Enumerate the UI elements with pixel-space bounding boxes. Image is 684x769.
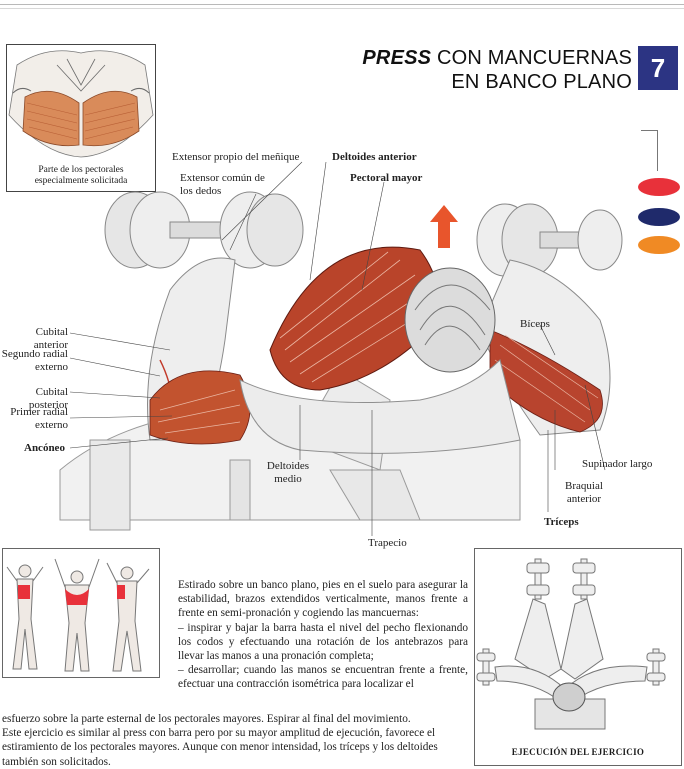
description-step-1: – inspirar y bajar la barra hasta el niv… <box>178 621 468 663</box>
label-deltoides-anterior: Deltoides anterior <box>332 151 417 163</box>
top-rule <box>0 4 684 5</box>
page-title: PRESS CON MANCUERNAS EN BANCO PLANO <box>362 46 632 94</box>
legend-bracket <box>641 130 658 171</box>
label-primer-radial: Primer radial externo <box>10 406 68 431</box>
label-deltoides-medio: Deltoides medio <box>266 460 310 485</box>
title-italic: PRESS <box>362 47 432 69</box>
execution-drawing <box>476 558 666 730</box>
legend-swatch-red <box>638 178 680 196</box>
exercise-execution-panel: EJECUCIÓN DEL EJERCICIO <box>474 548 682 766</box>
label-pectoral-mayor: Pectoral mayor <box>350 172 423 184</box>
description-intro: Estirado sobre un banco plano, pies en e… <box>178 579 468 620</box>
label-triceps: Tríceps <box>544 516 579 528</box>
chapter-number-badge: 7 <box>638 46 678 90</box>
title-line1: CON MANCUERNAS <box>431 47 632 69</box>
label-cubital-anterior: Cubital anterior <box>33 326 68 351</box>
left-dumbbell <box>104 191 304 269</box>
description-tail-2: Este ejercicio es similar al press con b… <box>2 727 438 768</box>
label-segundo-radial: Segundo radial externo <box>1 348 68 373</box>
bench-press-illustration <box>59 161 623 536</box>
title-line2: EN BANCO PLANO <box>451 71 632 93</box>
description-tail-1: esfuerzo sobre la parte esternal de los … <box>2 713 411 725</box>
pectoral-inset-drawing <box>8 50 154 158</box>
legend-swatch-blue <box>638 208 680 226</box>
inset-caption: Parte de los pectorales especialmente so… <box>34 165 128 186</box>
up-arrow-icon <box>430 205 458 248</box>
muscle-figures-panel <box>2 548 160 678</box>
label-braquial-anterior: Braquial anterior <box>565 480 603 505</box>
muscle-figures-drawing <box>6 558 150 672</box>
description-tail: esfuerzo sobre la parte esternal de los … <box>2 712 472 769</box>
top-rule-secondary <box>0 8 684 9</box>
label-anconeo: Ancóneo <box>24 442 65 454</box>
label-cubital-posterior: Cubital posterior <box>28 386 68 411</box>
description-text: Estirado sobre un banco plano, pies en e… <box>178 578 468 692</box>
execution-caption: EJECUCIÓN DEL EJERCICIO <box>511 747 645 757</box>
right-dumbbell <box>476 203 623 277</box>
label-biceps: Bíceps <box>520 318 550 330</box>
label-extensor-menique: Extensor propio del meñique <box>172 151 300 163</box>
label-supinador-largo: Supinador largo <box>582 458 653 470</box>
pectoral-inset: Parte de los pectorales especialmente so… <box>6 44 156 192</box>
description-step-2: – desarrollar; cuando las manos se encue… <box>178 664 468 691</box>
label-trapecio: Trapecio <box>368 537 407 549</box>
label-extensor-comun: Extensor común de los dedos <box>180 172 265 197</box>
legend-swatch-orange <box>638 236 680 254</box>
